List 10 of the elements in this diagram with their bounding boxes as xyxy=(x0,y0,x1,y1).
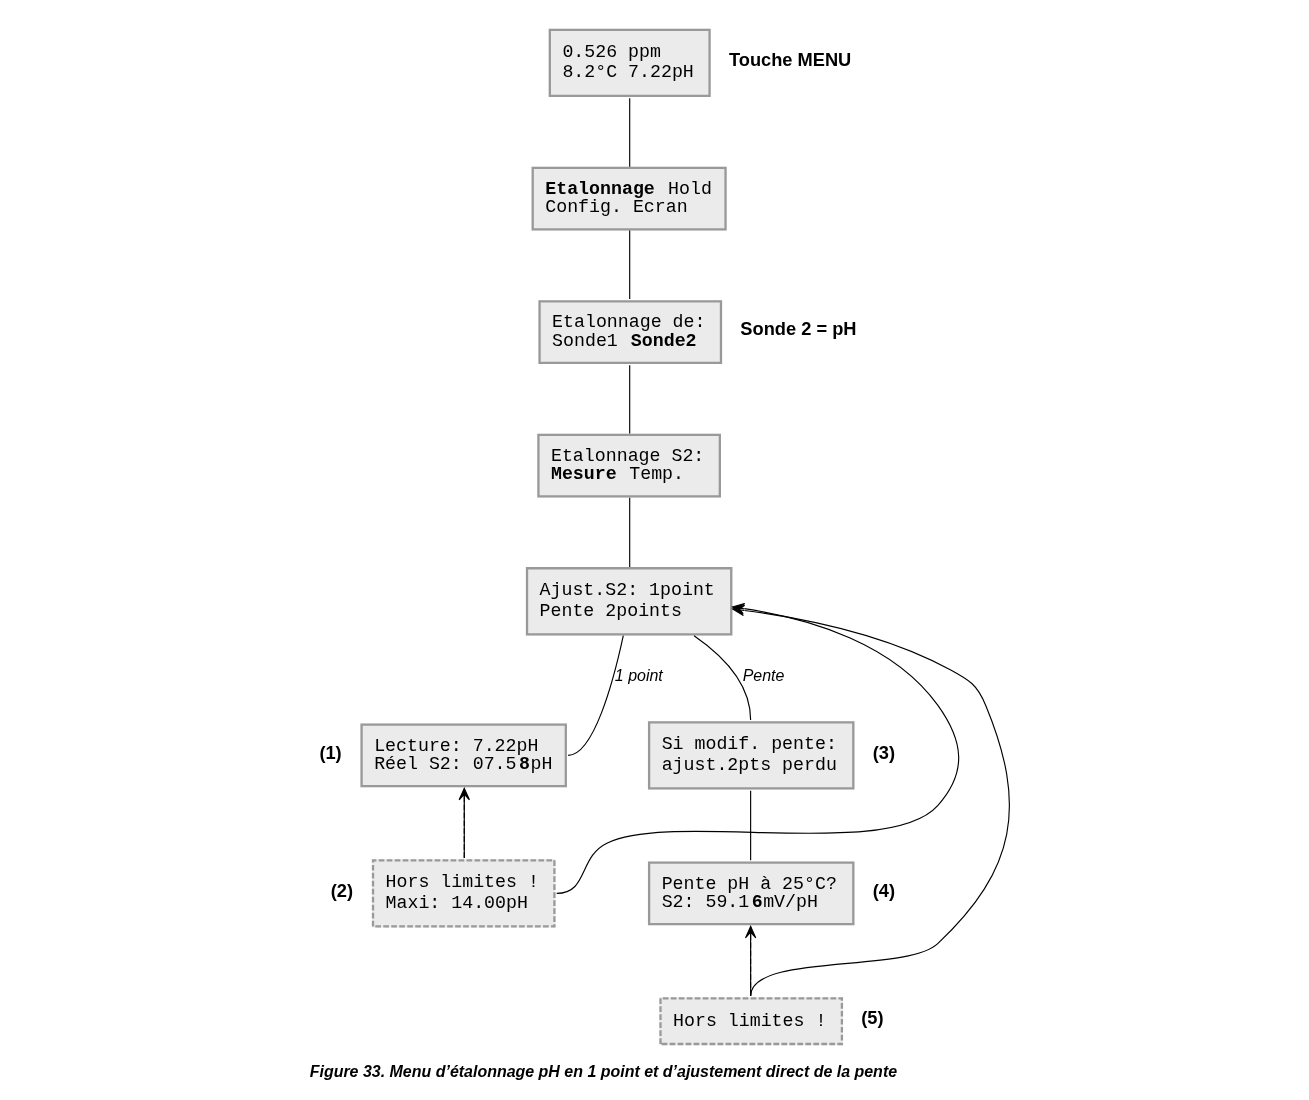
node-label: (3) xyxy=(872,741,895,763)
edge-label: Pente xyxy=(742,667,784,685)
node-label: (4) xyxy=(872,879,895,901)
node-label: (5) xyxy=(860,1007,884,1029)
caption: Figure 33. Menu d’étalonnage pH en 1 point et d’ajustement direct de la pente xyxy=(309,1063,897,1081)
node-label: Touche MENU xyxy=(728,49,851,71)
node-label: (1) xyxy=(318,741,342,763)
node-label: Sonde 2 = pH xyxy=(739,318,856,340)
node-label: (2) xyxy=(330,879,353,901)
edge-label: 1 point xyxy=(614,667,663,685)
